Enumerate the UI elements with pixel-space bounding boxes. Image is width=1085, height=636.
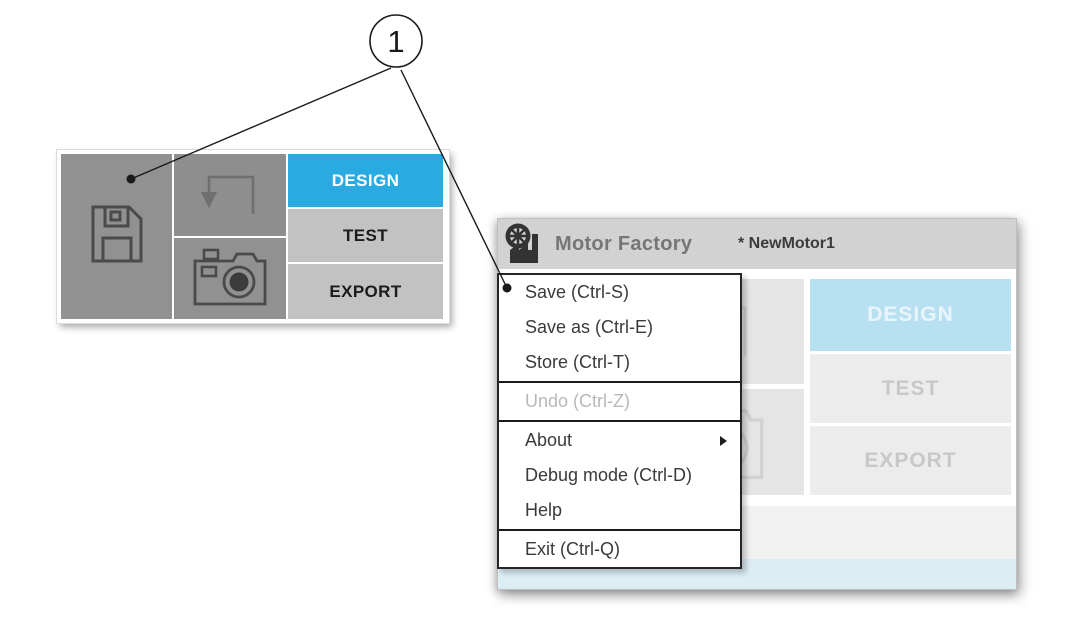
menu-item-about-label: About: [525, 430, 573, 450]
tab-design[interactable]: DESIGN: [288, 154, 443, 207]
menu-item-store[interactable]: Store (Ctrl-T): [525, 352, 630, 372]
down-arrow-return-icon: [189, 164, 271, 227]
callout-number: 1: [387, 24, 404, 59]
tab-design[interactable]: DESIGN: [810, 279, 1011, 351]
menu-item-debug-mode[interactable]: Debug mode (Ctrl-D): [525, 465, 693, 485]
toolbar-fragment-panel: DESIGN TEST EXPORT: [57, 150, 449, 323]
document-title: * NewMotor1: [738, 235, 835, 252]
menu-separator: [499, 420, 740, 422]
submenu-arrow-icon: [720, 435, 727, 446]
floppy-disk-icon: [88, 203, 146, 270]
menu-separator: [499, 381, 740, 383]
menu-item-undo[interactable]: Undo (Ctrl-Z): [525, 391, 631, 411]
load-button[interactable]: [174, 154, 286, 236]
menu-item-about[interactable]: About: [499, 423, 740, 458]
app-title: Motor Factory: [555, 232, 693, 255]
tab-test[interactable]: TEST: [810, 354, 1011, 423]
tab-test[interactable]: TEST: [288, 209, 443, 262]
snapshot-button[interactable]: [174, 238, 286, 319]
tab-export[interactable]: EXPORT: [288, 264, 443, 319]
window-header: Motor Factory * NewMotor1: [498, 219, 1016, 269]
callout-circle: [369, 14, 423, 68]
menu-item-save[interactable]: Save (Ctrl-S): [525, 282, 630, 302]
motor-factory-window: Motor Factory * NewMotor1 DESIGN TEST EX…: [497, 218, 1017, 590]
toolbar-middle-column: [174, 154, 286, 319]
camera-icon: [191, 244, 269, 313]
file-menu: Save (Ctrl-S) Save as (Ctrl-E) Store (Ct…: [497, 273, 742, 569]
toolbar-tabs-column: DESIGN TEST EXPORT: [288, 154, 443, 319]
menu-separator: [499, 529, 740, 531]
save-button[interactable]: [61, 154, 172, 319]
tab-export[interactable]: EXPORT: [810, 426, 1011, 495]
menu-item-save-as[interactable]: Save as (Ctrl-E): [525, 317, 654, 337]
gear-factory-logo-icon: [503, 222, 547, 266]
menu-item-help[interactable]: Help: [525, 500, 563, 520]
menu-item-exit[interactable]: Exit (Ctrl-Q): [525, 539, 620, 559]
